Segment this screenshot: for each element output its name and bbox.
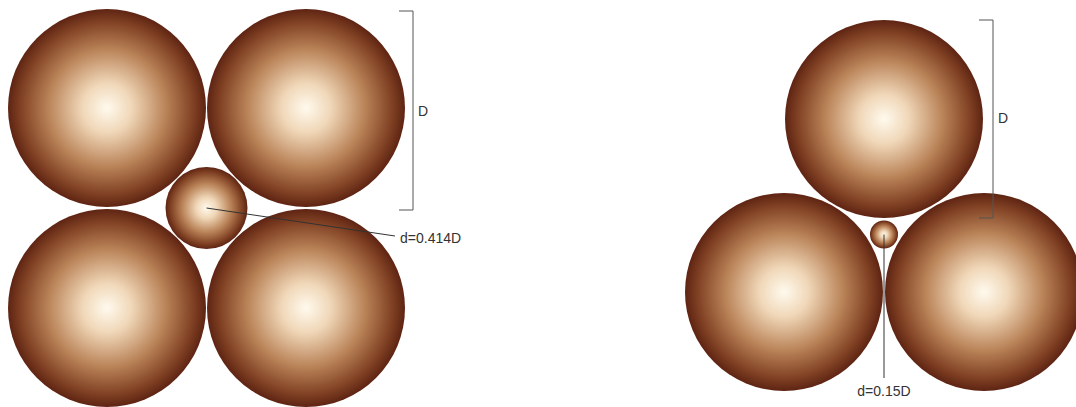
large-sphere [885, 193, 1076, 391]
large-sphere [207, 209, 405, 407]
leader-line [884, 235, 885, 379]
large-sphere [8, 9, 206, 207]
leader-line [207, 208, 396, 236]
dimension-bracket [979, 20, 993, 218]
dimension-label: D [418, 103, 428, 119]
dimension-bracket [399, 11, 413, 210]
diameter-label: d=0.414D [400, 230, 461, 246]
large-sphere [207, 9, 405, 207]
large-sphere [785, 20, 983, 218]
dimension-label: D [998, 110, 1008, 126]
diameter-label: d=0.15D [857, 383, 910, 399]
large-sphere [685, 193, 883, 391]
large-sphere [8, 209, 206, 407]
